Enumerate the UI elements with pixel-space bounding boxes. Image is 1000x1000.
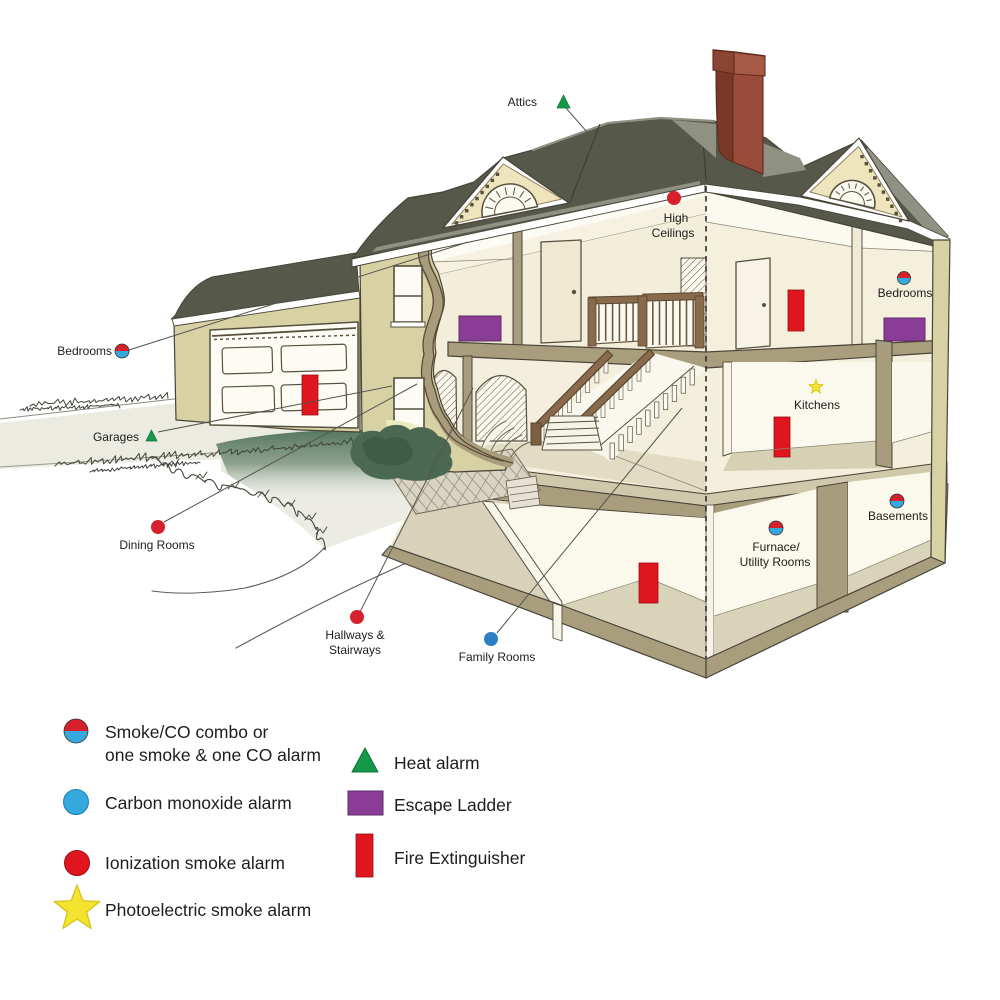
svg-text:Utility Rooms: Utility Rooms [740,555,811,569]
svg-text:Furnace/: Furnace/ [752,540,800,554]
svg-text:Fire Extinguisher: Fire Extinguisher [394,848,525,868]
svg-text:one smoke & one CO alarm: one smoke & one CO alarm [105,745,321,765]
svg-text:Escape Ladder: Escape Ladder [394,795,512,815]
svg-text:Basements: Basements [868,509,928,523]
svg-text:Kitchens: Kitchens [794,398,840,412]
svg-text:Photoelectric smoke alarm: Photoelectric smoke alarm [105,900,311,920]
svg-text:Smoke/CO combo or: Smoke/CO combo or [105,722,269,742]
svg-text:Bedrooms: Bedrooms [878,286,933,300]
svg-text:Ionization smoke alarm: Ionization smoke alarm [105,853,285,873]
svg-text:Attics: Attics [508,95,537,109]
svg-text:Ceilings: Ceilings [652,226,695,240]
svg-text:Hallways &: Hallways & [325,628,384,642]
svg-text:Stairways: Stairways [329,643,381,657]
svg-text:Garages: Garages [93,430,139,444]
svg-text:Bedrooms: Bedrooms [57,344,112,358]
svg-text:High: High [664,211,689,225]
svg-text:Heat alarm: Heat alarm [394,753,480,773]
svg-text:Family Rooms: Family Rooms [459,650,536,664]
svg-text:Carbon monoxide alarm: Carbon monoxide alarm [105,793,292,813]
svg-text:Dining Rooms: Dining Rooms [119,538,194,552]
